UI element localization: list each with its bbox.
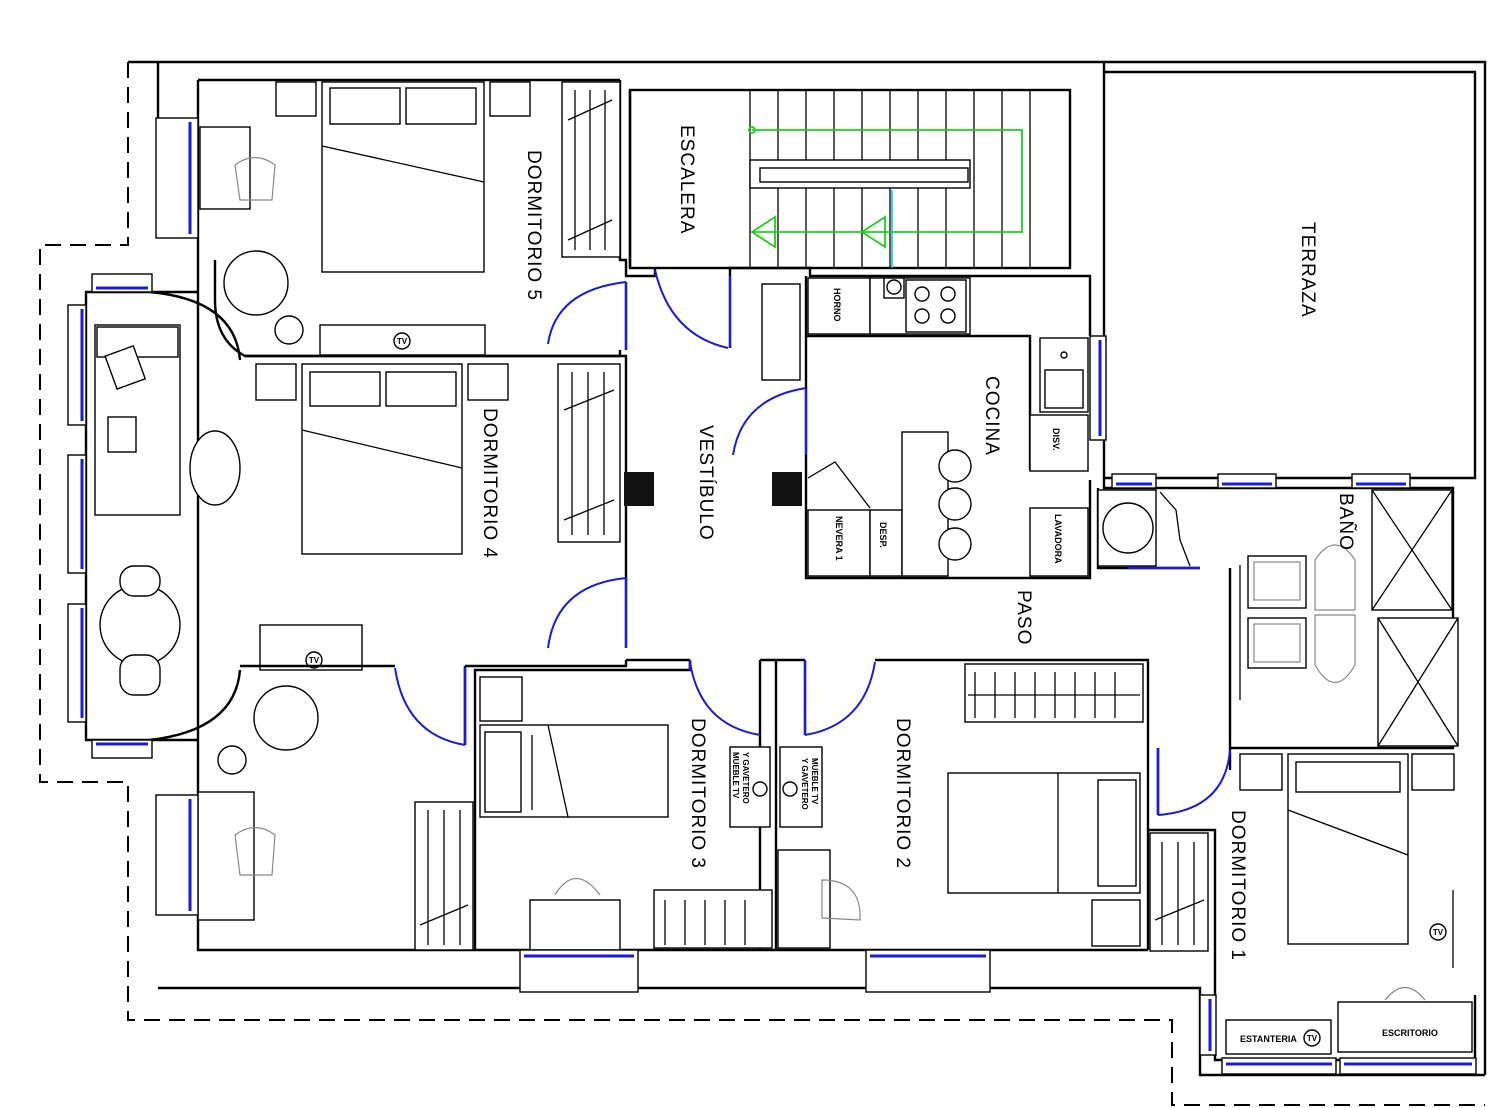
room-bano: BAÑO [1096, 478, 1459, 750]
wardrobe-hangers [664, 900, 746, 945]
room-escalera: ESCALERA [628, 88, 1072, 270]
label-disv: DISV. [1051, 428, 1061, 451]
tv-symbol: TV [1429, 923, 1447, 941]
room-salon: TV [84, 290, 363, 742]
tv-symbol: TV [393, 332, 411, 350]
label-nevera: NEVERA 1 [834, 516, 844, 561]
tv-symbol [752, 781, 768, 797]
room-paso: PASO [1013, 590, 1034, 645]
label-dormitorio-1: DORMITORIO 1 [1227, 810, 1248, 961]
stair-direction-arrow [748, 126, 1023, 268]
svg-text:TV: TV [1307, 1034, 1318, 1043]
svg-text:TV: TV [397, 337, 408, 346]
svg-text:MUEBLE TV: MUEBLE TV [810, 758, 819, 805]
tv-symbol: TV [1303, 1029, 1321, 1047]
room-dormitorio-2: MUEBLE TV Y GAVETERO DORMITORIO 2 [760, 658, 1150, 950]
stair-treads [749, 90, 1031, 268]
room-dormitorio-5: TV DORMITORIO 5 [199, 80, 657, 358]
label-escalera: ESCALERA [676, 125, 697, 234]
room-dormitorio-1: TV ESTANTERIA TV ESCRITORIO DORMITORIO 1 [1148, 748, 1477, 1062]
label-desp: DESP. [878, 522, 888, 548]
label-dormitorio-2: DORMITORIO 2 [892, 718, 913, 869]
windows [67, 117, 1477, 1075]
svg-text:TV: TV [309, 656, 320, 665]
svg-text:Y GAVETERO: Y GAVETERO [741, 752, 750, 804]
room-vestibulo: VESTÍBULO [695, 266, 1092, 541]
wardrobe-hangers [968, 672, 1140, 718]
label-dormitorio-5: DORMITORIO 5 [523, 150, 544, 301]
svg-text:TV: TV [1433, 928, 1444, 937]
label-cocina: COCINA [981, 376, 1002, 456]
tv-symbol [782, 781, 798, 797]
room-dormitorio-4: DORMITORIO 4 [240, 354, 654, 668]
label-paso: PASO [1013, 590, 1034, 645]
room-southwest [197, 685, 474, 951]
svg-text:MUEBLE TV: MUEBLE TV [731, 752, 740, 799]
room-terraza: TERRAZA [1297, 222, 1318, 318]
label-estanteria: ESTANTERIA [1240, 1034, 1297, 1044]
wardrobe-hangers [563, 372, 615, 535]
room-cocina: HORNO DISV. LAVADORA NEVERA 1 DESP. COCI… [804, 276, 1092, 580]
label-lavadora: LAVADORA [1053, 514, 1063, 564]
label-terraza: TERRAZA [1297, 222, 1318, 318]
wardrobe-hangers [419, 810, 469, 945]
tv-symbol: TV [305, 651, 323, 669]
label-horno: HORNO [832, 288, 842, 322]
label-vestibulo: VESTÍBULO [695, 425, 716, 541]
svg-text:Y GAVETERO: Y GAVETERO [800, 758, 809, 810]
label-dormitorio-3: DORMITORIO 3 [687, 718, 708, 869]
label-bano: BAÑO [1335, 493, 1357, 551]
label-escritorio: ESCRITORIO [1382, 1028, 1438, 1038]
property-boundary [39, 62, 1485, 1106]
room-dormitorio-3: MUEBLE TV Y GAVETERO DORMITORIO 3 [463, 658, 773, 951]
wardrobe-hangers [1154, 842, 1205, 945]
doors [394, 269, 1231, 816]
label-dormitorio-4: DORMITORIO 4 [479, 408, 500, 559]
wardrobe-hangers [567, 90, 613, 250]
